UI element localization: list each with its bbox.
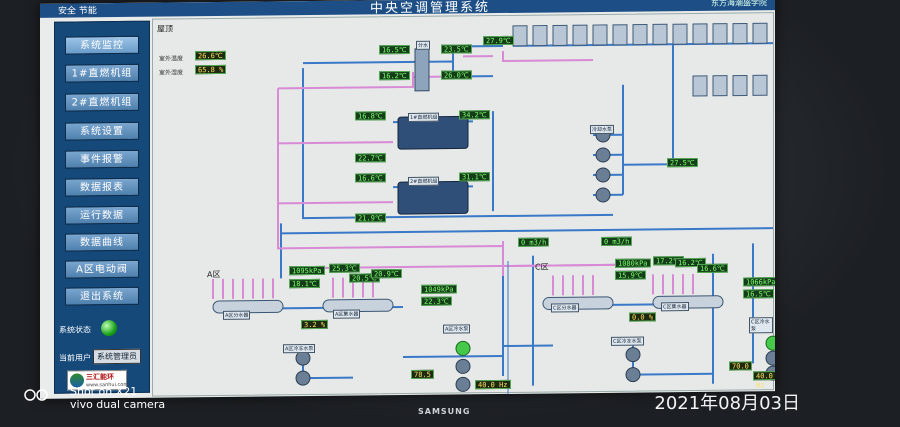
system-diagram: 屋顶 室外温度 26.6℃ 室外湿度 65.8 % 16.5℃ 23.5℃ 16… [152, 12, 775, 397]
chiller-2-label[interactable]: 2#直燃机组 [408, 176, 440, 186]
reading-r4: 26.0℃ [441, 70, 472, 80]
nav-data-curve[interactable]: 数据曲线 [65, 232, 139, 252]
manifold-label: 分水 [416, 40, 431, 50]
zone-c-return-temp: 16.5℃ [743, 289, 774, 299]
slogan-text: 安全 节能 [58, 6, 97, 17]
reading-r12: 27.5℃ [667, 157, 698, 168]
chiller-1-label[interactable]: 1#直燃机组 [408, 112, 440, 122]
zone-a-pump-label: A区冷冻水泵 [283, 343, 316, 354]
zone-c-pump-label: C区冷冻水泵 [611, 336, 644, 346]
zone-c-valve-open: 0.0 % [629, 312, 657, 322]
current-user-value: 系统管理员 [93, 348, 141, 365]
zone-c-supply-pressure: 1080kPa [615, 258, 651, 268]
zone-a-return-temp: 22.3℃ [421, 296, 452, 306]
current-user-label: 当前用户 [59, 353, 91, 363]
system-status-label: 系统状态 [59, 325, 91, 335]
zone-a-small-reading-3: 20.9℃ [371, 269, 402, 279]
outdoor-temp-label: 室外温度 [159, 55, 184, 63]
reading-r3: 16.2℃ [379, 70, 410, 81]
zone-a-small-reading-1: 25.3℃ [329, 263, 360, 273]
nav-chiller-1[interactable]: 1#直燃机组 [65, 63, 139, 83]
photo-date: 2021年08月03日 [654, 393, 800, 414]
nav-system-monitor[interactable]: 系统监控 [65, 35, 139, 55]
reading-r11: 21.9℃ [355, 213, 386, 223]
zone-c-hz: 40.0 Hz [753, 371, 775, 389]
reading-r7: 34.2℃ [459, 110, 490, 120]
outdoor-temp-value: 26.6℃ [195, 50, 226, 61]
zone-c-chiller-pump-label: C区冷水泵 [749, 317, 773, 334]
reading-r9: 16.6℃ [355, 173, 386, 183]
zone-a-chiller-pump-label: A区冷水泵 [443, 324, 471, 334]
system-status-led [101, 320, 117, 337]
zone-c-label: C区 [535, 262, 549, 272]
zone-a-hz: 40.0 Hz [475, 379, 511, 390]
zone-c-supply-temp: 15.9℃ [615, 270, 646, 280]
camera-model-text: vivo dual camera [70, 398, 166, 411]
org-name: 东方海潮盛学院 [711, 0, 767, 8]
flow-reading-2: 0 m3/h [601, 236, 633, 246]
flow-reading-1: 0 m3/h [518, 237, 550, 247]
camera-rings-icon [24, 389, 48, 401]
nav-zone-a-valve[interactable]: A区电动阀 [65, 259, 139, 279]
reading-r2: 23.5℃ [441, 44, 472, 54]
zone-c-return-label: C区集水器 [661, 302, 689, 312]
shot-on-text: Shot on X21 [70, 385, 138, 398]
nav-runtime-data[interactable]: 运行数据 [65, 205, 139, 225]
reading-r5: 27.9℃ [483, 35, 514, 46]
app-title: 中央空调管理系统 [370, 0, 491, 17]
zone-c-small-reading-3: 16.6℃ [697, 263, 728, 273]
zone-a-return-pressure: 1049kPa [421, 284, 457, 294]
zone-a-supply-pressure: 1095kPa [289, 265, 325, 276]
reading-r10: 31.1℃ [459, 172, 490, 182]
nav-chiller-2[interactable]: 2#直燃机组 [65, 92, 139, 112]
outdoor-humidity-value: 65.8 % [195, 64, 227, 75]
nav-exit-system[interactable]: 退出系统 [65, 286, 139, 306]
zone-a-supply-label: A区分水器 [223, 310, 251, 320]
outdoor-humidity-label: 室外湿度 [159, 69, 184, 77]
zone-a-label: A区 [207, 269, 221, 280]
logo-text: 三汇能环 [86, 373, 114, 382]
zone-c-supply-label: C区分水器 [551, 303, 579, 313]
zone-c-return-pressure: 1066kPa [743, 277, 775, 287]
monitor-screen: 安全 节能 中央空调管理系统 东方海潮盛学院 系统监控 1#直燃机组 2#直燃机… [40, 0, 775, 399]
zone-c-frequency: 70.0 [729, 361, 752, 371]
nav-system-settings[interactable]: 系统设置 [65, 121, 139, 141]
camera-watermark: Shot on X21 vivo dual camera [70, 385, 165, 411]
nav-event-alarm[interactable]: 事件报警 [65, 149, 139, 169]
zone-a-frequency: 78.5 [411, 369, 434, 379]
cooling-pump-group-label: 冷却水泵 [590, 124, 615, 135]
reading-r1: 16.5℃ [379, 44, 410, 55]
zone-a-return-label: A区集水器 [333, 309, 361, 319]
reading-r6: 16.8℃ [355, 111, 386, 121]
zone-a-supply-temp: 18.1℃ [289, 278, 320, 289]
reading-r8: 22.7℃ [355, 153, 386, 163]
nav-data-report[interactable]: 数据报表 [65, 177, 139, 197]
monitor-brand: SAMSUNG [418, 407, 471, 416]
zone-a-valve-open: 3.2 % [301, 319, 329, 330]
roof-label: 屋顶 [157, 24, 173, 34]
sidebar-nav: 系统监控 1#直燃机组 2#直燃机组 系统设置 事件报警 数据报表 运行数据 数… [54, 20, 150, 394]
